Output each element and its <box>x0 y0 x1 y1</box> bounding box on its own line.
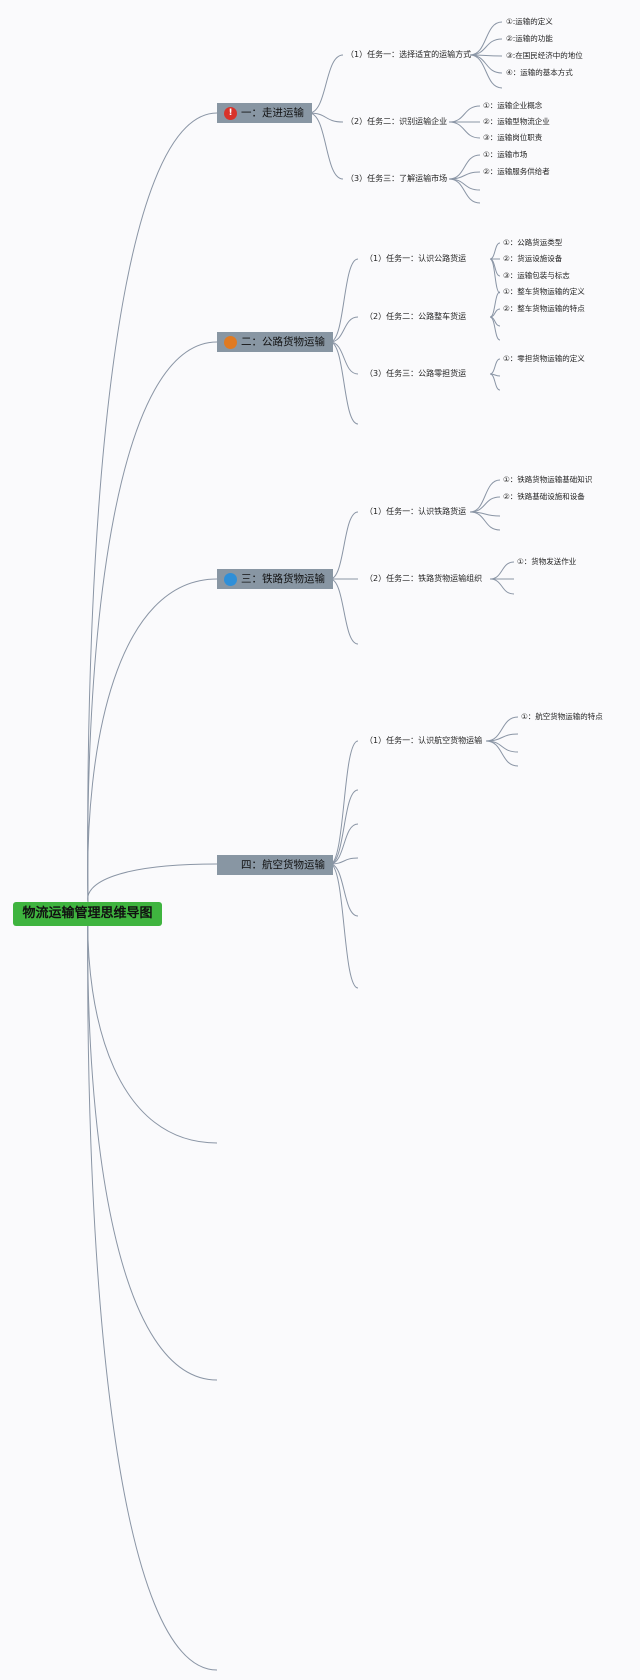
connector-line <box>329 578 359 645</box>
item-2-3-1[interactable]: ①：零担货物运输的定义 <box>503 354 585 363</box>
item-2-2-2[interactable]: ②：整车货物运输的特点 <box>503 304 585 313</box>
connector-line <box>448 178 481 191</box>
connector-line <box>489 316 501 341</box>
item-3-2-1[interactable]: ①：货物发送作业 <box>517 557 577 566</box>
connector-line <box>329 258 359 343</box>
task-1-2[interactable]: （2）任务二：识别运输企业 <box>346 117 448 126</box>
topic-2-label: 二：公路货物运输 <box>241 336 325 348</box>
connector-line <box>469 479 501 513</box>
root-topic[interactable]: 物流运输管理思维导图 <box>13 902 162 926</box>
connector-line <box>329 341 359 425</box>
connector-line <box>329 341 359 375</box>
task-4-1[interactable]: （1）任务一：认识航空货物运输 <box>365 736 483 745</box>
connector-line <box>448 178 481 204</box>
connector-line <box>485 740 519 767</box>
main-branch-line <box>87 901 218 1671</box>
info-marker-icon <box>224 572 237 586</box>
connector-line <box>448 154 481 180</box>
connector-line <box>329 857 359 865</box>
connector-line <box>489 242 501 260</box>
item-2-1-3[interactable]: ③：运输包装与标志 <box>503 271 570 280</box>
connector-line <box>469 38 503 56</box>
topic-4-label: 四：航空货物运输 <box>241 859 325 871</box>
item-2-2-1[interactable]: ①：整车货物运输的定义 <box>503 287 585 296</box>
task-3-1[interactable]: （1）任务一：认识铁路货运 <box>365 507 467 516</box>
connector-line <box>329 511 359 580</box>
connector-line <box>448 105 481 123</box>
main-branch-line <box>87 112 218 903</box>
item-3-1-2[interactable]: ②：铁路基础设施和设备 <box>503 492 585 501</box>
item-4-1-1[interactable]: ①：航空货物运输的特点 <box>521 712 603 721</box>
connector-line <box>489 358 501 375</box>
connector-line <box>469 54 503 89</box>
connector-line <box>489 258 501 294</box>
connector-line <box>308 112 344 123</box>
item-1-1-4[interactable]: ④：运输的基本方式 <box>506 68 573 77</box>
connector-line <box>329 789 359 865</box>
topic-3[interactable]: 三：铁路货物运输 <box>217 569 333 589</box>
main-branch-line <box>87 578 218 903</box>
topic-4[interactable]: 四：航空货物运输 <box>217 855 333 875</box>
item-1-3-2[interactable]: ②：运输服务供给者 <box>483 167 550 176</box>
connector-line <box>308 112 344 180</box>
item-1-1-2[interactable]: ②:运输的功能 <box>506 34 553 43</box>
connector-line <box>469 21 503 56</box>
topic-2[interactable]: 二：公路货物运输 <box>217 332 333 352</box>
task-2-3[interactable]: （3）任务三：公路零担货运 <box>365 369 467 378</box>
item-3-1-1[interactable]: ①：铁路货物运输基础知识 <box>503 475 593 484</box>
connector-line <box>485 716 519 742</box>
connector-line <box>329 863 359 989</box>
connector-line <box>489 578 515 595</box>
connector-line <box>485 740 519 753</box>
item-2-1-1[interactable]: ①：公路货运类型 <box>503 238 563 247</box>
item-2-1-2[interactable]: ②：货运设施设备 <box>503 254 563 263</box>
task-1-3[interactable]: （3）任务三：了解运输市场 <box>346 174 448 183</box>
connector-line <box>489 373 501 391</box>
item-1-2-2[interactable]: ②：运输型物流企业 <box>483 117 550 126</box>
topic-1-label: 一：走进运输 <box>241 107 304 119</box>
connector-line <box>469 511 501 531</box>
topic-1[interactable]: ! 一：走进运输 <box>217 103 312 123</box>
priority-marker-icon <box>224 335 237 349</box>
connector-line <box>329 823 359 865</box>
main-branch-line <box>87 341 218 903</box>
connector-line <box>308 54 344 114</box>
task-3-2[interactable]: （2）任务二：铁路货物运输组织 <box>365 574 483 583</box>
item-1-1-3[interactable]: ③:在国民经济中的地位 <box>506 51 583 60</box>
connector-line <box>469 496 501 513</box>
connector-line <box>329 740 359 865</box>
item-1-2-3[interactable]: ③：运输岗位职责 <box>483 133 543 142</box>
item-1-3-1[interactable]: ①：运输市场 <box>483 150 528 159</box>
main-branch-line <box>87 901 218 1144</box>
topic-3-label: 三：铁路货物运输 <box>241 573 325 585</box>
main-branch-line <box>87 863 218 903</box>
connector-line <box>329 863 359 917</box>
topic-marker-icon <box>224 858 237 872</box>
item-1-2-1[interactable]: ①：运输企业概念 <box>483 101 543 110</box>
connector-line <box>448 121 481 139</box>
task-2-2[interactable]: （2）任务二：公路整车货运 <box>365 312 467 321</box>
connector-line <box>329 316 359 343</box>
alert-marker-icon: ! <box>224 106 237 120</box>
main-branch-line <box>87 901 218 1381</box>
task-2-1[interactable]: （1）任务一：认识公路货运 <box>365 254 467 263</box>
item-1-1-1[interactable]: ①:运输的定义 <box>506 17 553 26</box>
task-1-1[interactable]: （1）任务一：选择适宜的运输方式 <box>346 50 472 59</box>
connector-line <box>489 561 515 580</box>
